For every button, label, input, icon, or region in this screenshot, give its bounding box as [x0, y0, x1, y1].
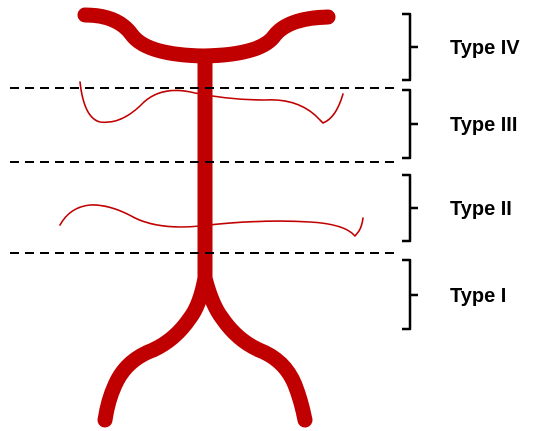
vessel-tree [60, 15, 363, 420]
bracket-type-i [402, 260, 418, 329]
label-type-iv: Type IV [450, 37, 520, 59]
label-type-ii: Type II [450, 198, 512, 220]
left-lower-branch [105, 278, 205, 420]
brackets [402, 14, 418, 329]
label-type-iii: Type III [450, 114, 517, 136]
bracket-type-ii [402, 175, 418, 241]
bracket-type-iv [402, 14, 418, 80]
bracket-type-iii [402, 90, 418, 158]
right-lower-branch [205, 278, 305, 420]
label-type-i: Type I [450, 285, 506, 307]
